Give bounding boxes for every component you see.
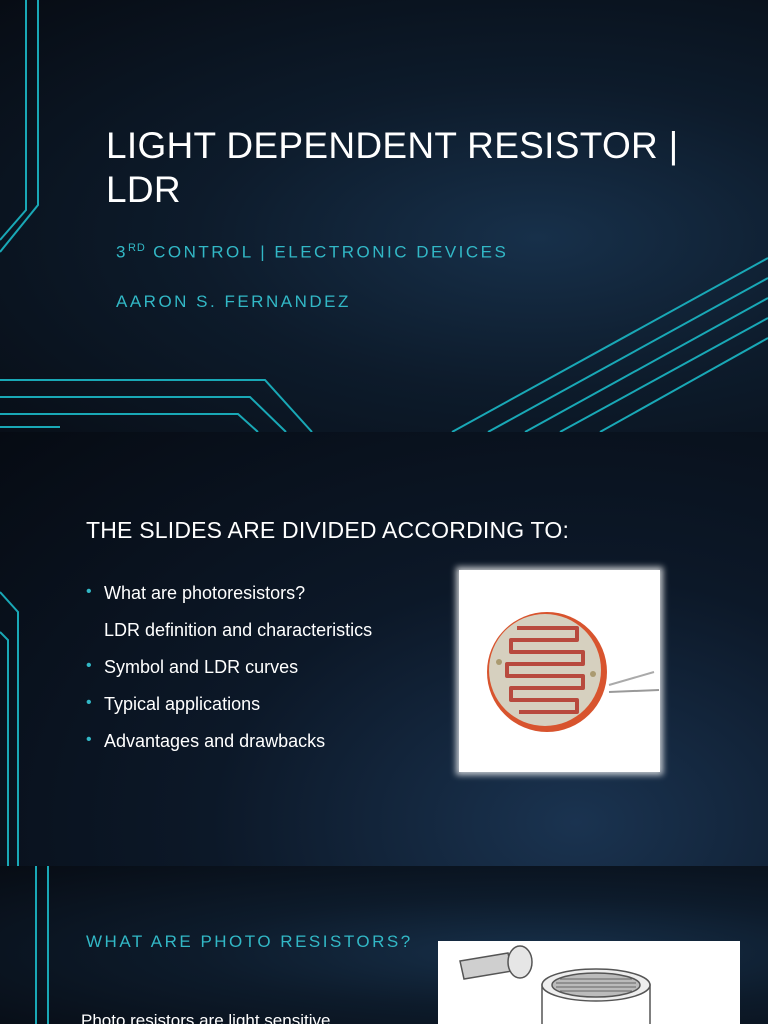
slide-title: WHAT ARE PHOTO RESISTORS? [86, 932, 413, 951]
list-item: LDR definition and characteristics [104, 620, 373, 640]
bullet-icon: • [86, 657, 92, 674]
subtitle-ordinal-suffix: RD [127, 242, 146, 254]
circuit-decoration [0, 0, 768, 432]
bullet-icon: • [86, 731, 92, 748]
bullet-icon: • [86, 583, 92, 600]
ldr-photo [459, 570, 660, 772]
body-text: Photo resistors are light sensitive [81, 1011, 331, 1024]
list-item: •Symbol and LDR curves [86, 657, 299, 677]
list-item: •Advantages and drawbacks [86, 731, 326, 751]
ldr-component-icon [487, 612, 660, 732]
slide-subtitle: 3RD CONTROL | ELECTRONIC DEVICES [116, 242, 508, 263]
subtitle-ordinal: 3 [116, 242, 128, 262]
outline-list: •What are photoresistors? LDR definition… [86, 583, 372, 768]
slide-title: LIGHT DEPENDENT RESISTOR | LDR [106, 124, 706, 212]
circuit-decoration [35, 866, 49, 1024]
subtitle-text: CONTROL | ELECTRONIC DEVICES [145, 242, 509, 262]
outline-slide: THE SLIDES ARE DIVIDED ACCORDING TO: •Wh… [0, 432, 768, 866]
circuit-decoration [0, 591, 19, 866]
title-line-1: LIGHT DEPENDENT RESISTOR | [106, 125, 679, 166]
bullet-icon: • [86, 694, 92, 711]
list-item: •Typical applications [86, 694, 261, 714]
title-slide: LIGHT DEPENDENT RESISTOR | LDR 3RD CONTR… [0, 0, 768, 432]
list-item: •What are photoresistors? [86, 583, 306, 603]
title-line-2: LDR [106, 169, 181, 210]
photoresistor-slide: WHAT ARE PHOTO RESISTORS? Photo resistor… [0, 866, 768, 1024]
photocell-icon [459, 945, 651, 1024]
author-name: AARON S. FERNANDEZ [116, 292, 351, 311]
slide-title: THE SLIDES ARE DIVIDED ACCORDING TO: [86, 517, 570, 543]
photoresistor-illustration [438, 941, 740, 1024]
